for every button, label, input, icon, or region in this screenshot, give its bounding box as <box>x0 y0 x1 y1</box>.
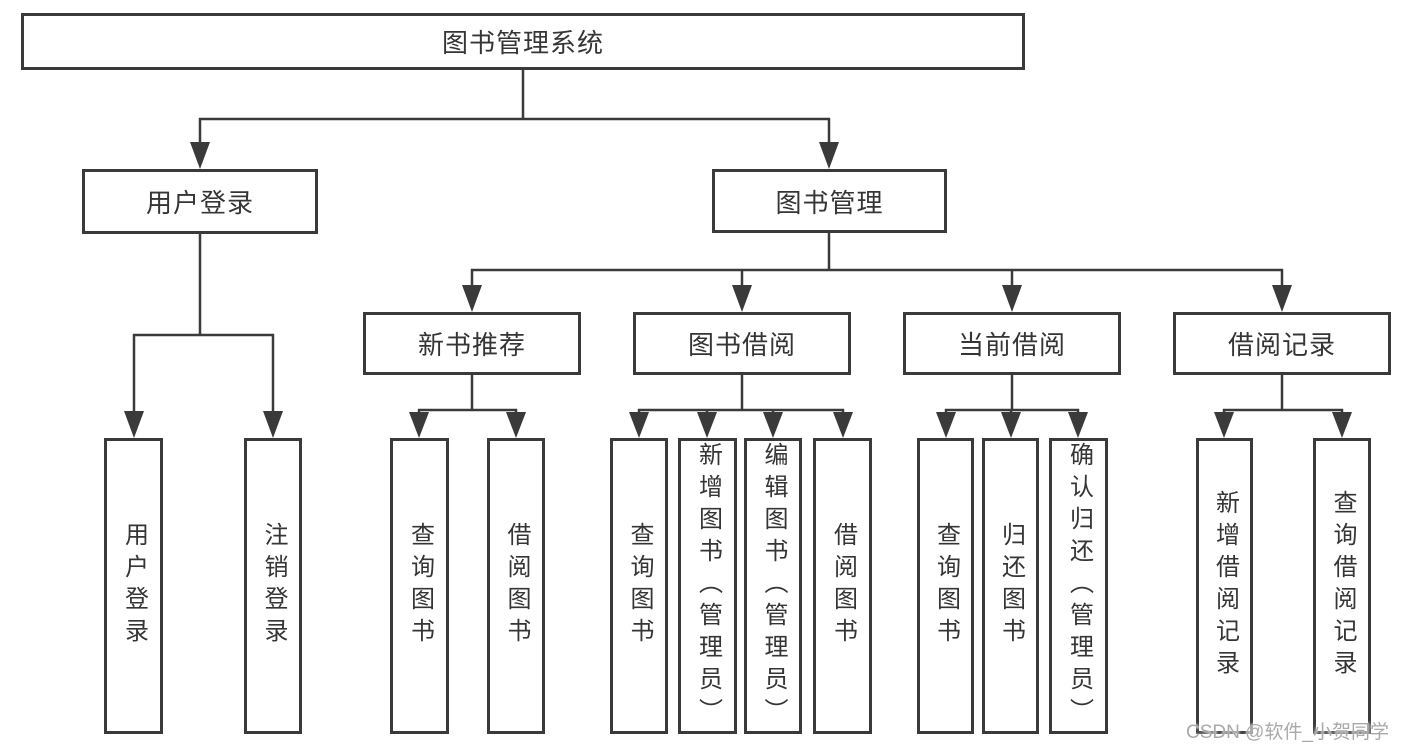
csdn-watermark: CSDN @软件_小贺同学 <box>1186 722 1389 743</box>
edge-borrow-to-leaves <box>629 375 853 438</box>
leaf-label: 新增图书（管理员） <box>694 442 722 730</box>
leaf-label: 借阅图书 <box>503 522 530 650</box>
node-borrow-records: 借阅记录 <box>1173 312 1391 375</box>
leaf-current-confirm-return-admin: 确认归还（管理员） <box>1049 438 1108 734</box>
node-library-system: 图书管理系统 <box>21 13 1025 70</box>
leaf-current-query-books: 查询图书 <box>917 438 974 734</box>
edge-root-to-level1 <box>190 70 839 169</box>
node-user-login: 用户登录 <box>82 169 318 234</box>
node-book-management: 图书管理 <box>712 169 947 233</box>
node-current-borrow: 当前借阅 <box>903 312 1121 375</box>
leaf-label: 查询借阅记录 <box>1329 490 1356 682</box>
leaf-borrow-query-books: 查询图书 <box>610 438 668 734</box>
leaf-borrow-add-books-admin: 新增图书（管理员） <box>678 438 737 734</box>
leaf-label: 编辑图书（管理员） <box>760 442 787 730</box>
edge-records-to-leaves <box>1214 375 1352 438</box>
leaf-label: 注销登录 <box>260 522 287 650</box>
leaf-label: 借阅图书 <box>829 522 857 650</box>
leaf-label: 新增借阅记录 <box>1211 490 1239 682</box>
leaf-borrow-edit-books-admin: 编辑图书（管理员） <box>744 438 802 734</box>
leaf-records-query-record: 查询借阅记录 <box>1313 438 1371 734</box>
edge-recommend-to-leaves <box>409 375 526 438</box>
leaf-recommend-borrow-books: 借阅图书 <box>487 438 545 734</box>
leaf-current-return-books: 归还图书 <box>982 438 1039 734</box>
node-new-book-recommend: 新书推荐 <box>363 312 581 375</box>
edge-mgmt-to-level2 <box>462 233 1292 312</box>
leaf-label: 用户登录 <box>120 522 148 650</box>
leaf-label: 查询图书 <box>406 522 434 650</box>
edge-current-to-leaves <box>936 375 1088 438</box>
edge-login-to-leaves <box>124 234 283 438</box>
leaf-user-login: 用户登录 <box>104 438 163 734</box>
leaf-label: 查询图书 <box>932 522 960 650</box>
leaf-label: 归还图书 <box>997 522 1025 650</box>
leaf-label: 确认归还（管理员） <box>1065 442 1093 730</box>
leaf-logout: 注销登录 <box>244 438 302 734</box>
leaf-borrow-borrow-books: 借阅图书 <box>813 438 872 734</box>
leaf-recommend-query-books: 查询图书 <box>390 438 449 734</box>
leaf-records-add-record: 新增借阅记录 <box>1196 438 1253 734</box>
leaf-label: 查询图书 <box>626 522 653 650</box>
node-book-borrow: 图书借阅 <box>633 312 851 375</box>
